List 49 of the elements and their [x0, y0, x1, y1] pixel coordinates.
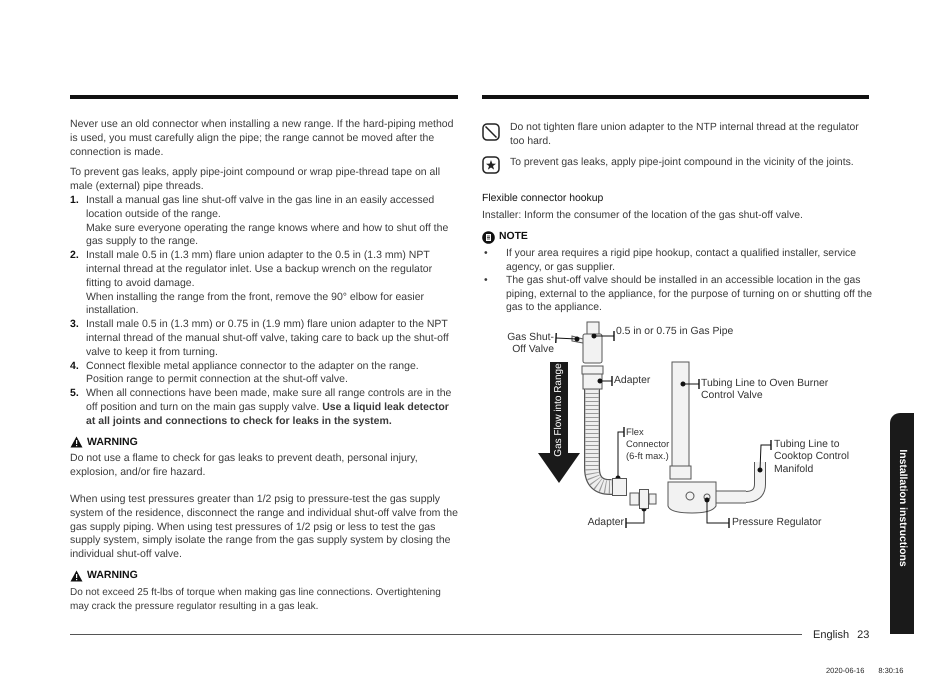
language-label: English	[813, 628, 850, 643]
paragraph: Never use an old connector when installing a new range. If the hard-piping method is used, you must carefully align the pipe; the range cannot be moved after the connection is made.	[70, 118, 454, 160]
callout-label: Gas Shut-Off Valve	[506, 332, 554, 357]
leader-line	[616, 427, 625, 480]
fitting-part	[612, 478, 627, 496]
list-item-text: When installing the range from the front, remove the 90° elbow for easier installation.	[86, 290, 426, 318]
list-item-text: Position range to permit connection at the shut-off valve.	[86, 373, 349, 388]
callout-label: Adapter	[578, 517, 624, 530]
direction-label: Gas Flow into Range	[553, 363, 565, 457]
list-number: 1.	[70, 194, 80, 208]
note-heading: NOTE	[499, 230, 528, 244]
section-heading: Flexible connector hookup	[482, 192, 604, 206]
list-number: 5.	[70, 387, 80, 401]
tab-label: Installation instructions	[896, 449, 908, 567]
paragraph: To prevent gas leaks, apply pipe-joint compound or wrap pipe-thread tape on all male (external) pipe threads.	[70, 166, 442, 194]
callout-label: Flex Connector (6-ft max.)	[626, 426, 678, 462]
list-number: 3.	[70, 318, 80, 332]
list-item-text: Install a manual gas line shut-off valve in the gas line in an easily accessed location outside of the range.	[86, 194, 436, 222]
list-item-text: Make sure everyone operating the range knows where and how to shut off the gas supply to the range.	[86, 222, 450, 250]
bullet-text: The gas shut-off valve should be installed in an accessible location in the gas piping, external to the appliance, for the purpose of turning on or shutting off the gas to the appliance.	[506, 274, 874, 315]
warning-text: Do not use a flame to check for gas leaks to prevent death, personal injury, explosion, and/or fire hazard.	[70, 452, 419, 480]
leader-line	[555, 332, 580, 344]
list-item-text: Connect flexible metal appliance connector to the adapter on the range.	[86, 360, 419, 374]
caution-text: Do not tighten flare union adapter to the NTP internal thread at the regulator too hard.	[510, 121, 860, 148]
page-number: 23	[857, 628, 870, 643]
callout-label: Adapter	[614, 375, 674, 388]
tip-text: To prevent gas leaks, apply pipe-joint compound in the vicinity of the joints.	[510, 156, 854, 170]
callout-label: Pressure Regulator	[732, 517, 842, 530]
leader-line	[625, 506, 646, 528]
leader-line	[758, 440, 772, 472]
callout-label: 0.5 in or 0.75 in Gas Pipe	[616, 326, 756, 338]
list-item-text: When all connections have been made, make sure all range controls are in the off position and turn on the main gas supply valve. Use a liquid leak detector at all joints and connections to check for leaks in the system.	[86, 387, 452, 429]
bullet: •	[484, 246, 489, 261]
list-item-text: Install male 0.5 in (1.3 mm) flare union adapter to the 0.5 in (1.3 mm) NPT internal thread at the regulator inlet. Use a backup wrench on the regulator fitting to avoid damage.	[86, 249, 434, 291]
warning-text: Do not exceed 25 ft-lbs of torque when making gas line connections. Overtightening may crack the pressure regulator resulting in a gas leak.	[70, 586, 442, 614]
fitting-part	[639, 489, 649, 509]
list-number: 2.	[70, 249, 80, 263]
list-item-text: Install male 0.5 in (1.3 mm) or 0.75 in (1.9 mm) flare union adapter to the NPT internal thread of the manual shut-off valve, taking care to back up the shut-off valve to keep it from turning.	[86, 318, 450, 360]
paragraph: Installer: Inform the consumer of the location of the gas shut-off valve.	[482, 208, 804, 222]
list-number: 4.	[70, 360, 80, 374]
bullet-text: If your area requires a rigid pipe hookup, contact a qualified installer, service agency, or gas supplier.	[506, 246, 858, 274]
callout-label: Tubing Line to Oven Burner Control Valve	[701, 378, 841, 403]
leader-line	[680, 379, 700, 389]
bullet: •	[484, 274, 489, 288]
warning-heading: WARNING	[87, 568, 138, 583]
paragraph: When using test pressures greater than 1/2 psig to pressure-test the gas supply system of the residence, disconnect the range and individual shut-off valve from the gas supply piping. When using test pressures of 1/2 psig or less to test the gas supply system, simply isolate the range from the gas supply system by closing the individual shut-off valve.	[70, 492, 458, 562]
leader-line	[704, 498, 730, 528]
callout-label: Tubing Line to Cooktop Control Manifold	[774, 439, 856, 476]
warning-heading: WARNING	[87, 436, 138, 450]
